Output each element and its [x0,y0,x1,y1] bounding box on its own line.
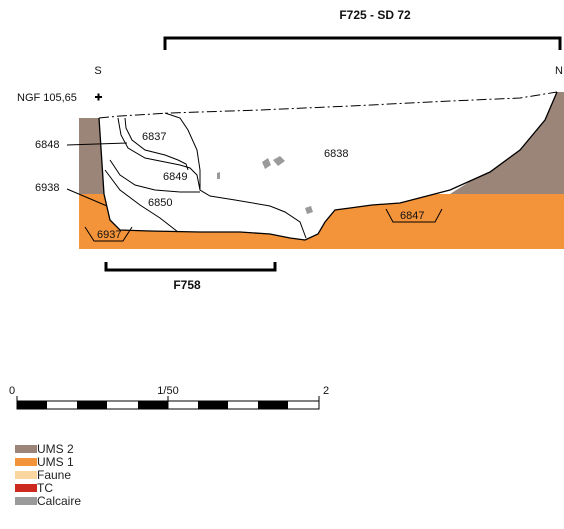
unit-6850: 6850 [148,197,172,209]
unit-6847: 6847 [400,210,424,222]
unit-6937: 6937 [97,229,121,241]
legend-label: Calcaire [37,494,82,508]
scale-end: 2 [323,385,329,397]
swatch-tc [15,484,37,492]
ngf-cross-icon [95,93,102,101]
ngf-reference: NGF 105,65 [17,92,77,104]
leader-6938 [66,188,108,207]
legend-label: TC [37,481,53,495]
south-label: S [94,65,101,77]
unit-6938: 6938 [35,182,59,194]
swatch-ums2 [15,445,37,453]
legend-item-tc: TC [15,482,81,494]
unit-6848: 6848 [35,139,59,151]
calcaire-stone [273,156,285,166]
ums2-right [450,92,564,194]
legend-item-faune: Faune [15,469,81,481]
fill-boundary-6838 [117,117,307,239]
scale-bar [16,396,320,410]
f758-bracket [104,262,277,272]
legend-label: Faune [37,468,72,482]
calcaire-stone [217,172,220,179]
leader-6848 [66,142,128,146]
scale-middle: 1/50 [157,385,178,397]
legend-item-ums1: UMS 1 [15,456,81,468]
tag-6937 [84,226,133,242]
legend-label: UMS 1 [37,455,74,469]
legend-item-ums2: UMS 2 [15,443,81,455]
unit-6849: 6849 [163,171,187,183]
fill-boundary-6837 [124,117,189,171]
ums2-left [79,118,104,194]
unit-6837: 6837 [142,131,166,143]
legend-item-calcaire: Calcaire [15,495,81,507]
legend: UMS 2 UMS 1 Faune TC Calcaire [15,443,81,508]
f758-label: F758 [173,278,201,292]
calcaire-stone [305,206,313,214]
pit-fill [99,92,557,240]
unit-6838: 6838 [324,148,348,160]
swatch-calcaire [15,497,37,505]
north-label: N [555,65,563,77]
scale-start: 0 [9,385,15,397]
fill-boundary-6837-right [164,112,201,190]
calcaire-stone [262,158,271,169]
title-bracket [163,36,562,50]
surface-line [98,91,558,119]
swatch-faune [15,471,37,479]
section-title: F725 - SD 72 [339,8,411,22]
fill-boundary-6850 [104,169,179,233]
swatch-ums1 [15,458,37,466]
legend-label: UMS 2 [37,442,74,456]
tag-6847 [385,208,443,223]
fill-boundary-6849 [109,159,200,193]
